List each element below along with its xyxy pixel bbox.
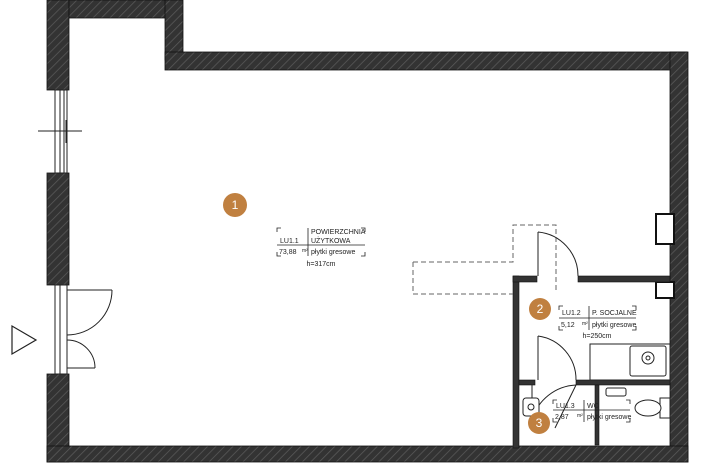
room-finish: płytki gresowe [311,249,355,256]
column-right-upper [655,213,675,245]
room-marker-number: 2 [537,302,544,316]
room-code: LU1.1 [280,238,299,245]
room-area-unit: m² [302,248,308,254]
interior-walls [512,275,671,449]
room-name: P. SOCJALNE [592,310,637,317]
room-area: 5,12 [561,322,575,329]
wall-top-left-cap [68,0,182,19]
washbasin-icon [605,387,627,397]
room-area: 2,87 [555,414,569,421]
room-name: WC [587,403,599,410]
wall-bottom [46,445,689,463]
room-height: h=317cm [307,261,336,268]
room-area-unit: m² [582,321,588,327]
partition-wc-right [575,379,671,386]
room-name: POWIERZCHNIA [311,229,366,236]
wall-notch-vertical [164,0,184,61]
window-left [38,89,82,174]
wall-left-upper [46,0,70,91]
wall-top [164,51,688,71]
partition-wc-left [518,379,536,386]
room-finish: płytki gresowe [587,414,631,421]
room-name-line2: UŻYTKOWA [311,236,351,245]
room-finish: płytki gresowe [592,322,636,329]
room-height: h=250cm [583,333,612,340]
column-right-lower [655,281,675,299]
room-code: LU1.3 [556,403,575,410]
room-area: 73,88 [279,249,297,256]
entrance-triangle-icon [11,324,38,356]
kitchen-counter-icon [589,343,671,381]
sink-icon [522,397,540,417]
room-marker-2 [529,298,551,320]
wall-left-middle [46,172,70,286]
room-1: 1 LU1.1 POWIERZCHNIA UŻYTKOWA 73,88 m² p… [223,193,366,268]
partition-wc-inner [594,384,600,446]
room-label-frame [552,399,631,423]
room-3: 3 LU1.3 WC 2,87 m² płytki gresowe [528,399,631,434]
toilet-icon [634,397,671,419]
room-marker-number: 3 [536,416,543,430]
partition-top-right [577,275,671,283]
room-marker-1 [223,193,247,217]
entrance-door [54,284,113,375]
room-marker-number: 1 [232,198,239,212]
partition-top-left [512,275,538,283]
room-code: LU1.2 [562,310,581,317]
room-label-frame [558,305,637,331]
room-label-frame [276,227,366,257]
dashed-outlines [412,224,557,295]
room-marker-3 [528,412,550,434]
interior-doors [531,231,579,429]
partition-vertical [512,275,520,449]
room-area-unit: m² [577,413,583,419]
room-2: 2 LU1.2 P. SOCJALNE 5,12 m² płytki greso… [529,298,637,340]
exterior-walls [46,0,689,463]
wall-right [669,51,689,463]
